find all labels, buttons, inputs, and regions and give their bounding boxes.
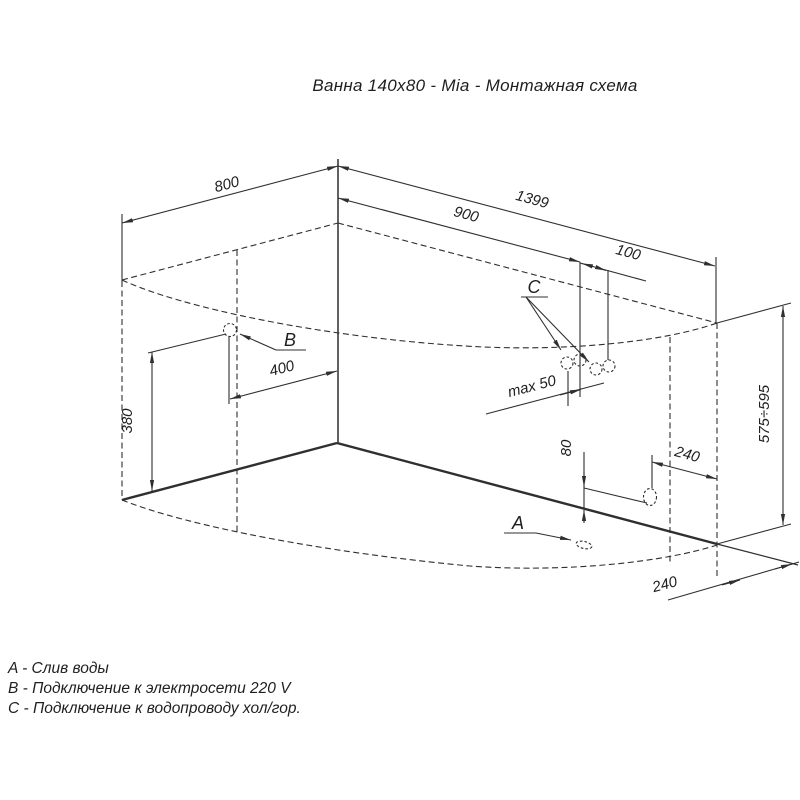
dim-arrow-100-left xyxy=(581,262,594,269)
dim-arrow-240f-left xyxy=(721,579,741,586)
dim-label-240-floor: 240 xyxy=(650,573,680,596)
dim-label-100: 100 xyxy=(614,241,643,264)
dim-label-800: 800 xyxy=(213,173,242,196)
leader-water-2 xyxy=(525,296,590,363)
drain-floor-symbol xyxy=(575,540,593,550)
dim-label-900: 900 xyxy=(452,203,481,226)
drain-wall-socket-symbol xyxy=(642,487,658,507)
leader-power xyxy=(239,333,277,351)
dim-label-1399: 1399 xyxy=(514,187,551,212)
water-pipe-symbol-4 xyxy=(602,359,616,373)
water-pipe-symbol-1 xyxy=(560,356,574,370)
tub-base-front-curve xyxy=(121,499,718,569)
dim-label-height: 575÷595 xyxy=(756,384,773,443)
dim-line-400 xyxy=(229,370,338,400)
legend: A - Слив воды B - Подключение к электрос… xyxy=(8,659,301,719)
point-label-water: C xyxy=(528,277,542,297)
floor-edge-right-ext xyxy=(716,543,799,566)
water-pipe-symbol-3 xyxy=(589,362,603,376)
bathtub-outline xyxy=(121,222,718,577)
floor-edge-left xyxy=(121,441,338,502)
legend-item-drain: A - Слив воды xyxy=(8,660,109,677)
legend-item-water: C - Подключение к водопроводу хол/гор. xyxy=(8,700,301,717)
ext-80-to-socket xyxy=(583,487,648,504)
tub-rim-left-wall xyxy=(121,222,339,281)
legend-item-power: B - Подключение к электросети 220 V xyxy=(8,680,291,697)
dim-line-max50 xyxy=(485,382,605,415)
leader-drain xyxy=(535,532,572,541)
dimension-lines xyxy=(121,165,800,601)
dim-label-400: 400 xyxy=(268,357,297,380)
point-label-drain: A xyxy=(511,513,524,533)
leader-water-1 xyxy=(525,296,562,351)
dim-arrow-max50 xyxy=(559,388,582,396)
dim-label-240-wall: 240 xyxy=(672,443,702,466)
point-label-power: B xyxy=(284,330,296,350)
power-outlet-symbol xyxy=(222,322,238,338)
dim-line-800 xyxy=(121,165,339,224)
ext-height-bottom xyxy=(716,523,792,545)
dim-line-1399 xyxy=(337,165,716,267)
point-labels: A B C xyxy=(239,277,590,541)
dim-line-240-wall xyxy=(651,461,718,480)
dim-arrow-100-right xyxy=(594,265,607,272)
floor-edge-right xyxy=(336,441,718,546)
dim-arrow-240f-right xyxy=(774,563,793,570)
tub-rim-right-wall xyxy=(337,222,718,324)
dim-line-900 xyxy=(337,197,581,263)
dim-label-380: 380 xyxy=(119,408,136,434)
ext-height-top xyxy=(716,302,792,324)
ext-380-top xyxy=(147,333,227,354)
tub-rim-front-curve xyxy=(121,279,718,349)
page-title: Ванна 140x80 - Mia - Монтажная схема xyxy=(312,76,638,95)
dim-label-80: 80 xyxy=(558,439,575,456)
room-structure xyxy=(121,159,799,566)
extension-lines xyxy=(121,214,792,545)
